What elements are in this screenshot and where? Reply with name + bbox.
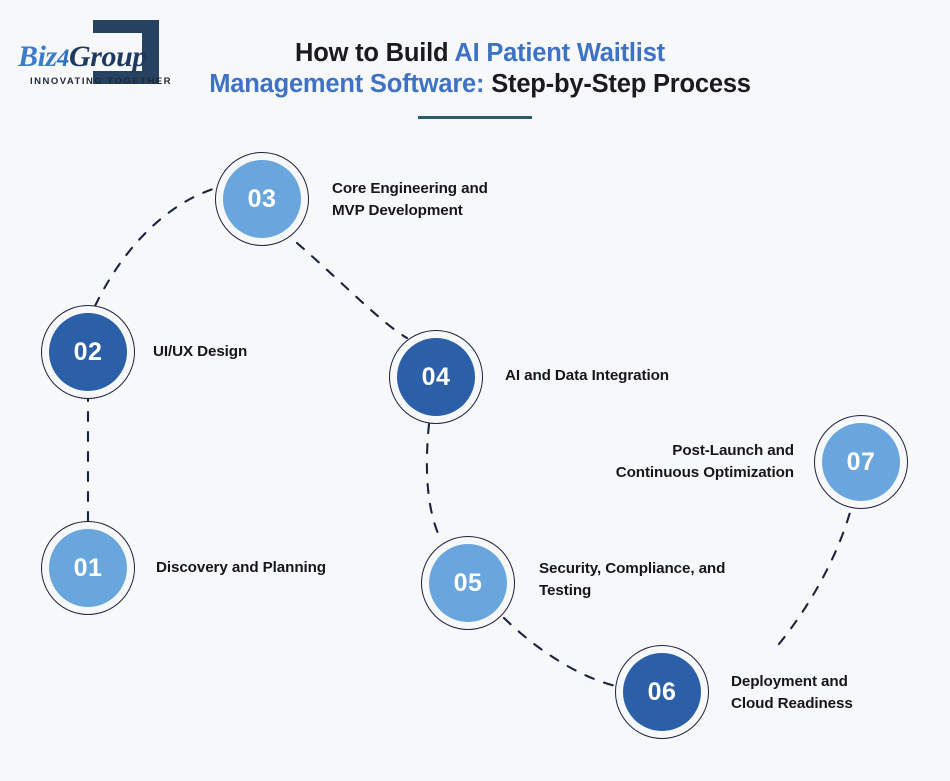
step-07-disc: 07 bbox=[822, 423, 900, 501]
logo-word-biz: Biz bbox=[18, 40, 57, 73]
step-06-disc: 06 bbox=[623, 653, 701, 731]
step-07-number: 07 bbox=[846, 447, 876, 476]
step-04-disc: 04 bbox=[397, 338, 475, 416]
step-04-badge[interactable]: 04 bbox=[389, 330, 483, 424]
logo-mark-icon bbox=[93, 20, 159, 84]
page-title-line-2: Management Software: Step-by-Step Proces… bbox=[200, 69, 760, 100]
step-07-badge[interactable]: 07 bbox=[814, 415, 908, 509]
step-06-label: Deployment and Cloud Readiness bbox=[731, 673, 853, 712]
step-05-badge[interactable]: 05 bbox=[421, 536, 515, 630]
connector-03-04 bbox=[295, 241, 409, 340]
logo-word-four: 4 bbox=[56, 45, 70, 72]
step-03-label: Core Engineering and MVP Development bbox=[332, 180, 488, 219]
title-plain-1: How to Build bbox=[295, 39, 455, 67]
step-04-label: AI and Data Integration bbox=[505, 367, 669, 384]
connector-02-03 bbox=[93, 186, 218, 308]
step-01-number: 01 bbox=[73, 553, 103, 582]
logo-wordmark: Biz4Group bbox=[18, 40, 148, 74]
title-plain-2: Step-by-Step Process bbox=[484, 70, 751, 98]
step-05-number: 05 bbox=[453, 568, 483, 597]
step-01-label: Discovery and Planning bbox=[156, 559, 326, 576]
step-07-label: Post-Launch and Continuous Optimization bbox=[615, 442, 794, 481]
connector-05-06 bbox=[502, 616, 618, 688]
step-01-badge[interactable]: 01 bbox=[41, 521, 135, 615]
step-04-number: 04 bbox=[421, 362, 451, 391]
step-02-number: 02 bbox=[73, 337, 103, 366]
page-title-line-1: How to Build AI Patient Waitlist bbox=[200, 38, 760, 69]
step-02-disc: 02 bbox=[49, 313, 127, 391]
title-accent-1: AI Patient Waitlist bbox=[454, 39, 665, 67]
step-02-label: UI/UX Design bbox=[153, 343, 248, 360]
step-03-disc: 03 bbox=[223, 160, 301, 238]
title-accent-2: Management Software: bbox=[209, 70, 485, 98]
logo-word-group: Group bbox=[68, 40, 147, 73]
step-06-badge[interactable]: 06 bbox=[615, 645, 709, 739]
page-title: How to Build AI Patient Waitlist Managem… bbox=[200, 38, 760, 119]
brand-logo: Biz4Group INNOVATING TOGETHER bbox=[18, 18, 173, 96]
logo-tagline: INNOVATING TOGETHER bbox=[30, 76, 172, 87]
connector-04-05 bbox=[425, 422, 442, 540]
step-02-badge[interactable]: 02 bbox=[41, 305, 135, 399]
step-05-disc: 05 bbox=[429, 544, 507, 622]
step-06-number: 06 bbox=[647, 677, 677, 706]
step-05-label: Security, Compliance, and Testing bbox=[539, 560, 726, 599]
step-03-badge[interactable]: 03 bbox=[215, 152, 309, 246]
step-03-number: 03 bbox=[247, 184, 277, 213]
title-underline-accent bbox=[418, 116, 532, 119]
step-01-disc: 01 bbox=[49, 529, 127, 607]
